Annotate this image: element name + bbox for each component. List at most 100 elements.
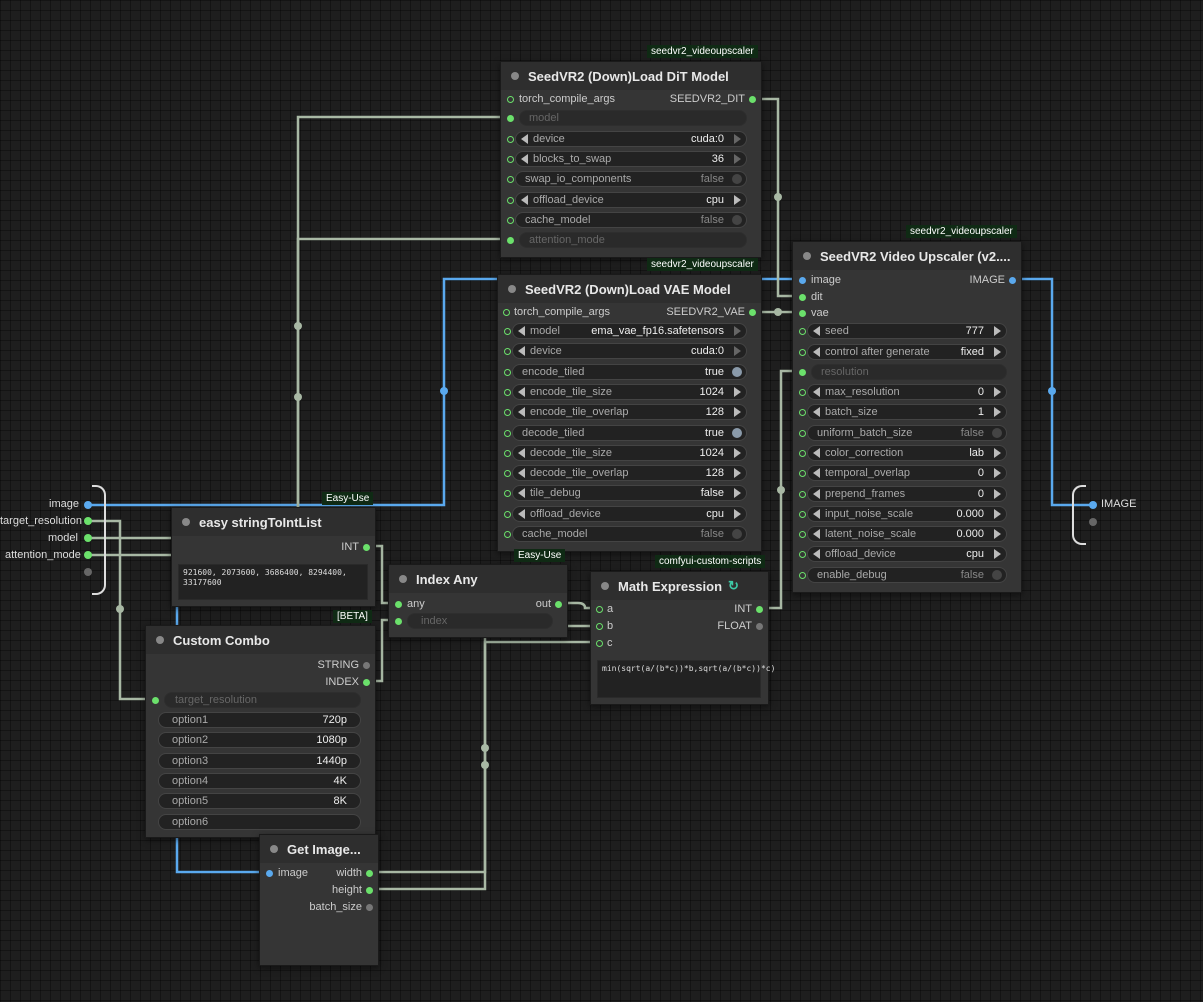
arrow-right-icon[interactable] — [994, 387, 1001, 397]
arrow-right-icon[interactable] — [994, 447, 1001, 458]
input-slot[interactable] — [503, 309, 510, 316]
toggle-icon[interactable] — [992, 427, 1002, 438]
input-slot[interactable] — [507, 237, 514, 244]
arrow-left-icon[interactable] — [813, 407, 820, 418]
arrow-left-icon[interactable] — [813, 508, 820, 519]
arrow-right-icon[interactable] — [734, 154, 741, 164]
group-input-slot[interactable] — [84, 534, 92, 542]
arrow-left-icon[interactable] — [813, 447, 820, 458]
arrow-left-icon[interactable] — [518, 488, 525, 499]
input-slot[interactable] — [507, 115, 514, 122]
widget-slot[interactable] — [799, 449, 806, 457]
arrow-left-icon[interactable] — [521, 195, 528, 205]
arrow-left-icon[interactable] — [813, 468, 820, 479]
toggle-icon[interactable] — [992, 569, 1002, 580]
reroute-dot[interactable] — [774, 308, 782, 316]
node-title-bar[interactable]: Get Image... — [260, 835, 378, 863]
collapse-dot-icon[interactable] — [182, 518, 190, 526]
group-input-slot[interactable] — [84, 551, 92, 559]
reroute-dot[interactable] — [440, 387, 448, 395]
input-slot[interactable] — [596, 623, 603, 630]
widget-slot[interactable] — [504, 409, 511, 417]
group-input-attention-mode[interactable]: attention_mode — [5, 549, 81, 561]
refresh-icon[interactable]: ↻ — [728, 578, 739, 593]
text-input[interactable]: 921600, 2073600, 3686400, 8294400, 33177… — [178, 564, 368, 600]
widget-slot[interactable] — [504, 368, 511, 376]
reroute-dot[interactable] — [116, 605, 124, 613]
node-vae-loader[interactable]: SeedVR2 (Down)Load VAE Model torch_compi… — [497, 274, 762, 552]
arrow-right-icon[interactable] — [734, 195, 741, 205]
combo-option[interactable]: option6 — [158, 813, 361, 830]
node-title-bar[interactable]: Custom Combo — [146, 626, 375, 654]
group-input-slot[interactable] — [84, 501, 92, 509]
input-slot[interactable] — [152, 697, 159, 704]
reroute-dot[interactable] — [294, 393, 302, 401]
widget-slot[interactable] — [799, 571, 806, 579]
reroute-dot[interactable] — [777, 486, 785, 494]
toggle-icon[interactable] — [732, 427, 742, 438]
group-input-model[interactable]: model — [48, 532, 78, 544]
arrow-right-icon[interactable] — [734, 407, 741, 418]
arrow-right-icon[interactable] — [734, 488, 741, 499]
reroute-dot[interactable] — [481, 744, 489, 752]
arrow-right-icon[interactable] — [994, 407, 1001, 418]
target-resolution-widget[interactable]: target_resolution — [164, 692, 361, 708]
expression-input[interactable]: min(sqrt(a/(b*c))*b,sqrt(a/(b*c))*c) — [597, 660, 775, 698]
reroute-dot[interactable] — [774, 193, 782, 201]
widget-slot[interactable] — [799, 389, 806, 396]
widget-slot[interactable] — [507, 136, 514, 143]
widget-slot[interactable] — [504, 510, 511, 518]
input-slot[interactable] — [395, 601, 402, 608]
arrow-left-icon[interactable] — [521, 154, 528, 164]
widget-slot[interactable] — [799, 531, 806, 539]
widget-slot[interactable] — [799, 349, 806, 356]
output-slot[interactable] — [363, 679, 370, 686]
group-input-target-resolution[interactable]: target_resolution — [0, 515, 82, 527]
output-slot[interactable] — [555, 601, 562, 608]
arrow-right-icon[interactable] — [994, 468, 1001, 479]
widget-slot[interactable] — [799, 328, 806, 335]
arrow-right-icon[interactable] — [994, 529, 1001, 540]
node-dit-loader[interactable]: SeedVR2 (Down)Load DiT Model torch_compi… — [500, 61, 762, 258]
input-slot[interactable] — [596, 606, 603, 613]
arrow-right-icon[interactable] — [994, 549, 1001, 560]
node-title-bar[interactable]: Math Expression ↻ — [591, 572, 768, 600]
output-slot[interactable] — [363, 544, 370, 551]
node-string-to-int-list[interactable]: easy stringToIntList INT 921600, 2073600… — [171, 507, 376, 607]
widget-slot[interactable] — [504, 449, 511, 457]
arrow-right-icon[interactable] — [994, 488, 1001, 499]
output-slot[interactable] — [366, 904, 373, 911]
widget-slot[interactable] — [799, 510, 806, 518]
toggle-icon[interactable] — [732, 529, 742, 539]
widget-slot[interactable] — [504, 388, 511, 396]
widget-slot[interactable] — [504, 470, 511, 478]
arrow-left-icon[interactable] — [813, 488, 820, 499]
widget-slot[interactable] — [799, 470, 806, 478]
arrow-right-icon[interactable] — [734, 508, 741, 519]
arrow-left-icon[interactable] — [521, 134, 528, 144]
widget-slot[interactable] — [504, 490, 511, 498]
widget-slot[interactable] — [504, 328, 511, 335]
model-widget[interactable]: model — [519, 110, 747, 126]
widget-slot[interactable] — [799, 490, 806, 498]
arrow-right-icon[interactable] — [734, 386, 741, 397]
arrow-left-icon[interactable] — [518, 386, 525, 397]
widget-slot[interactable] — [507, 197, 514, 204]
input-slot[interactable] — [799, 294, 806, 301]
widget-slot[interactable] — [504, 429, 511, 437]
